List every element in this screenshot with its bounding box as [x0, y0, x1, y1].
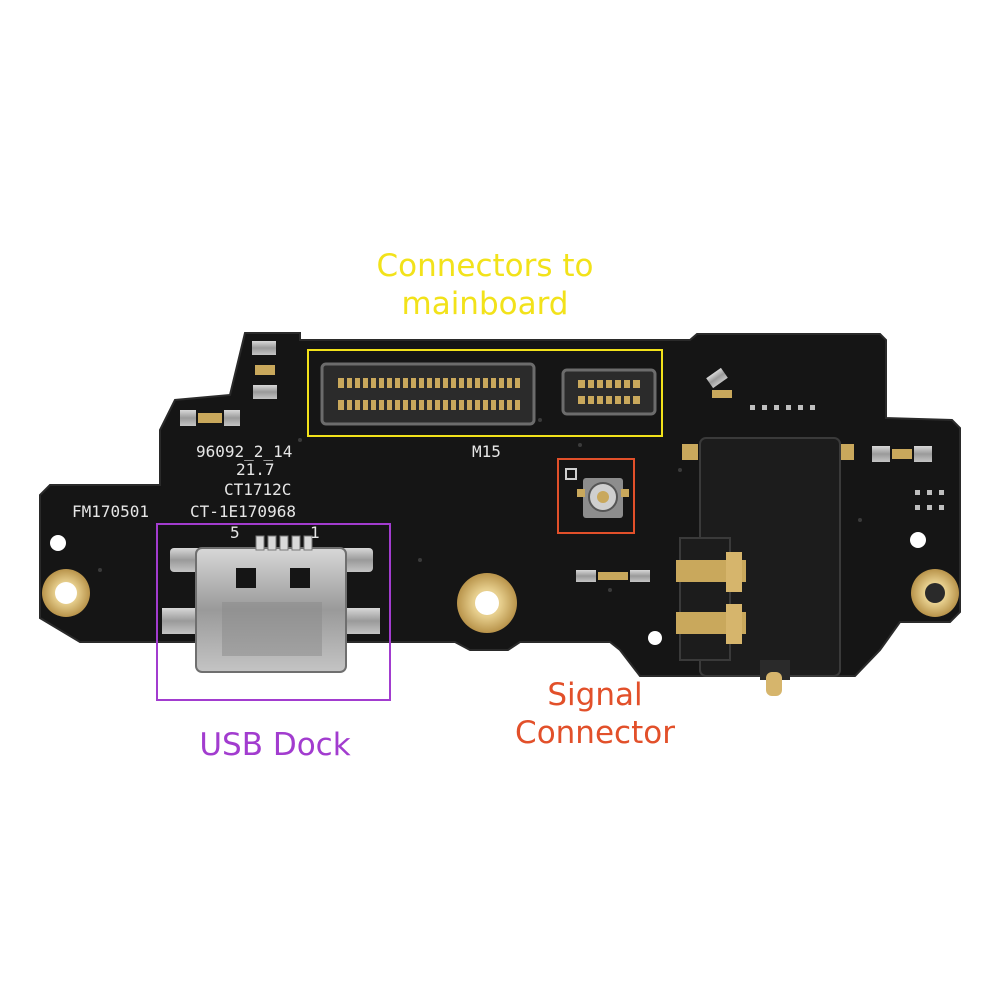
connectors-highlight-box	[307, 349, 663, 437]
connectors-label: Connectors to mainboard	[335, 247, 635, 323]
silk-model: M15	[472, 442, 501, 461]
silk-pin5: 5	[230, 523, 240, 542]
mounting-hole-center	[457, 573, 517, 633]
board-hole-small-left	[50, 535, 66, 551]
usb-dock-label-text: USB Dock	[199, 727, 351, 763]
signal-label-line2: Connector	[515, 715, 675, 751]
mounting-hole-left	[42, 569, 90, 617]
silk-date: FM170501	[72, 502, 149, 521]
usb-dock-port	[162, 535, 380, 673]
audio-jack	[676, 437, 841, 696]
silk-code2: CT-1E170968	[190, 502, 296, 521]
signal-connector-label: Signal Connector	[490, 676, 700, 752]
usb-highlight-box	[156, 523, 391, 701]
smd-components	[180, 341, 932, 582]
silk-rev: 21.7	[236, 460, 275, 479]
board-hole-small-right	[910, 532, 926, 548]
silk-part-number: 96092_2_14	[196, 442, 292, 461]
btb-connector-small	[561, 368, 657, 416]
mounting-hole-right	[911, 569, 959, 617]
silk-code1: CT1712C	[224, 480, 291, 499]
connectors-label-line1: Connectors to	[376, 248, 594, 284]
board-hole-small-mid	[648, 631, 662, 645]
connectors-label-line2: mainboard	[401, 286, 569, 322]
ic-dot-array	[750, 405, 944, 510]
usb-dock-label: USB Dock	[160, 726, 390, 764]
silk-pin1: 1	[310, 523, 320, 542]
coax-signal-connector	[577, 478, 629, 518]
btb-connector-large	[320, 362, 536, 426]
signal-highlight-box	[557, 458, 635, 534]
signal-label-line1: Signal	[547, 677, 643, 713]
